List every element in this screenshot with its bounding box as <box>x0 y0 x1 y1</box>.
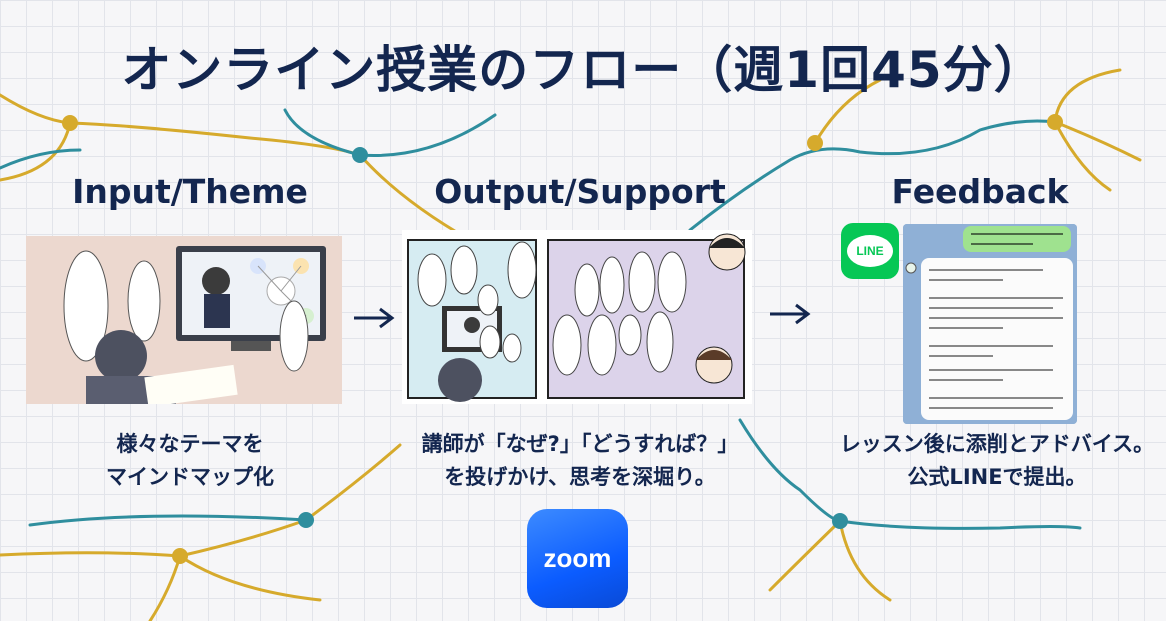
input-illustration <box>26 236 342 404</box>
caption-line: レッスン後に添削とアドバイス。 <box>839 432 1155 456</box>
section-input-caption: 様々なテーマを マインドマップ化 <box>40 428 340 494</box>
line-logo-icon: LINE <box>841 223 899 279</box>
caption-line: 公式LINEで提出。 <box>907 465 1087 489</box>
section-heading: Output/Support <box>434 172 726 211</box>
section-input-theme: Input/Theme <box>40 172 340 211</box>
zoom-logo-icon: zoom <box>527 509 628 608</box>
line-logo-text: LINE <box>847 235 893 267</box>
section-heading: Input/Theme <box>72 172 308 211</box>
line-chat-screenshot <box>903 224 1077 424</box>
section-feedback: Feedback <box>850 172 1110 211</box>
page-title: オンライン授業のフロー（週1回45分） <box>121 41 1045 99</box>
arrow-right-icon <box>354 307 395 329</box>
section-output-support: Output/Support <box>420 172 740 211</box>
output-comic-illustration <box>402 230 752 404</box>
caption-line: 講師が「なぜ?」「どうすれば？」 <box>421 432 739 456</box>
arrow-right-icon <box>770 303 811 325</box>
caption-line: 様々なテーマを <box>116 432 264 456</box>
section-feedback-caption: レッスン後に添削とアドバイス。 公式LINEで提出。 <box>832 428 1162 494</box>
section-output-caption: 講師が「なぜ?」「どうすれば？」 を投げかけ、思考を深堀り。 <box>400 428 760 494</box>
section-heading: Feedback <box>891 172 1069 211</box>
caption-line: を投げかけ、思考を深堀り。 <box>444 465 716 489</box>
caption-line: マインドマップ化 <box>106 465 274 489</box>
